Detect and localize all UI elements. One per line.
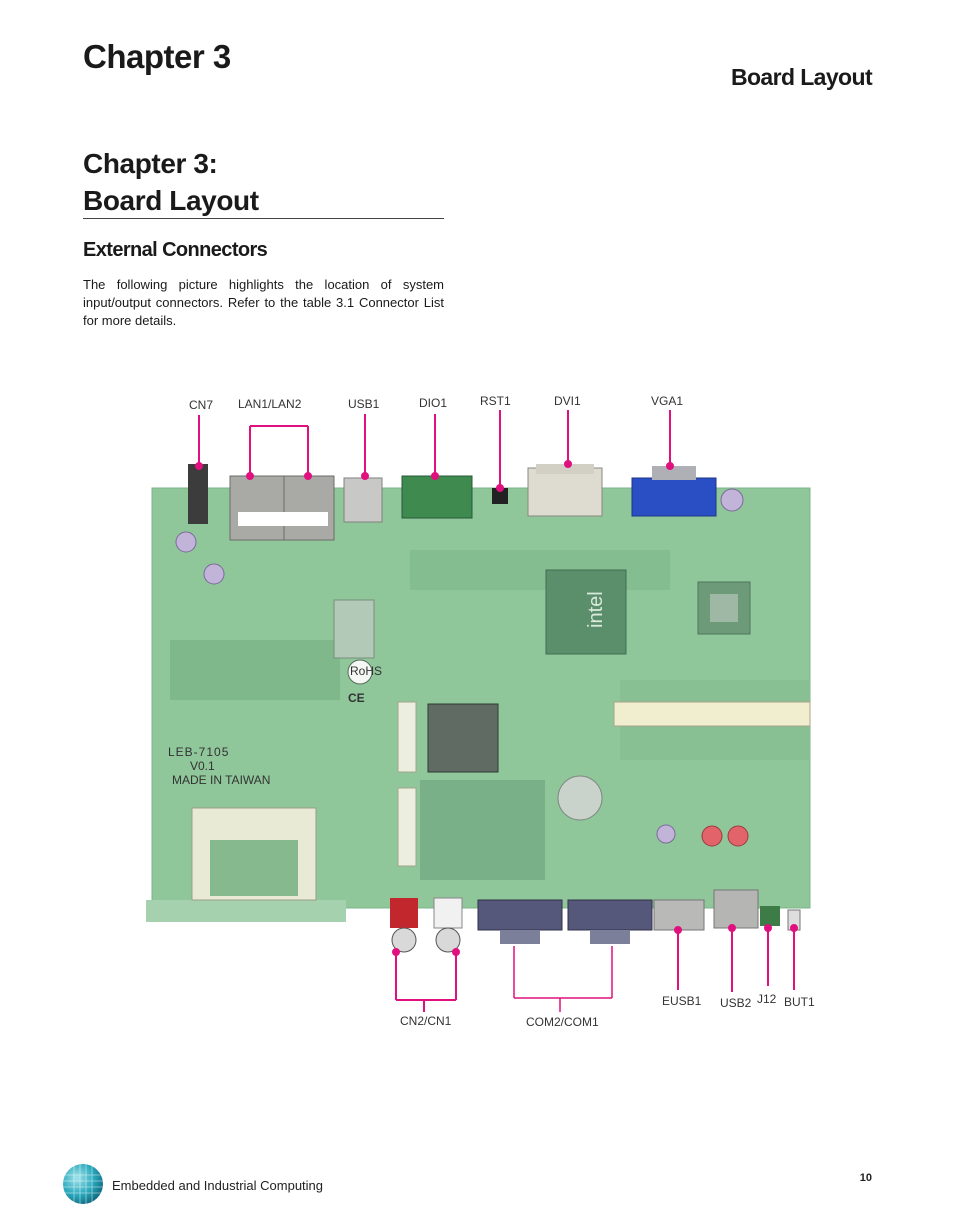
lan2-jack bbox=[283, 475, 335, 541]
intro-paragraph: The following picture highlights the loc… bbox=[83, 277, 444, 328]
label-cn7: CN7 bbox=[189, 398, 213, 412]
pcb-lower-left bbox=[146, 900, 346, 922]
subsection-title: External Connectors bbox=[83, 239, 268, 261]
cn1-audio-jack bbox=[433, 897, 463, 929]
board-origin: MADE IN TAIWAN bbox=[172, 773, 270, 787]
top-callouts bbox=[195, 410, 674, 492]
ce-mark: CE bbox=[348, 691, 365, 705]
dvi1-callout-dot bbox=[564, 460, 572, 468]
label-usb1: USB1 bbox=[348, 397, 380, 411]
label-rst1: RST1 bbox=[480, 394, 511, 408]
company-logo-icon bbox=[63, 1164, 103, 1204]
dvi1-connector bbox=[527, 467, 603, 517]
com2-port bbox=[500, 930, 540, 944]
usb2-connector bbox=[713, 889, 759, 929]
label-dio1: DIO1 bbox=[419, 396, 447, 410]
footer-company: Embedded and Industrial Computing bbox=[112, 1178, 324, 1193]
j12-callout-dot bbox=[764, 924, 772, 932]
capacitor bbox=[701, 825, 723, 847]
lan-label bbox=[238, 512, 328, 526]
usb1-connector bbox=[343, 477, 383, 523]
j12-connector bbox=[760, 906, 780, 926]
but1-callout-dot bbox=[790, 924, 798, 932]
capacitor bbox=[656, 824, 676, 844]
sim-holder bbox=[427, 703, 499, 773]
eusb1-callout-dot bbox=[674, 926, 682, 934]
eusb1-connector bbox=[653, 899, 705, 931]
lan2-callout-dot bbox=[304, 472, 312, 480]
label-dvi1: DVI1 bbox=[554, 394, 581, 408]
vga1-shell bbox=[652, 466, 696, 480]
vga1-callout-dot bbox=[666, 462, 674, 470]
chip-label: intel bbox=[585, 591, 607, 628]
section-title: Chapter 3: Board Layout bbox=[83, 145, 444, 219]
label-vga1: VGA1 bbox=[651, 394, 683, 408]
right-bottom-callouts bbox=[674, 924, 798, 992]
cn2-callout-dot bbox=[392, 948, 400, 956]
label-but1: BUT1 bbox=[784, 995, 815, 1009]
label-eusb1: EUSB1 bbox=[662, 994, 702, 1008]
dvi1-shell bbox=[536, 464, 594, 474]
label-usb2: USB2 bbox=[720, 996, 752, 1010]
chipset-die bbox=[710, 594, 738, 622]
cn1-jack-ring bbox=[435, 927, 461, 953]
board-region bbox=[170, 640, 340, 700]
capacitor bbox=[175, 531, 197, 553]
com1-port bbox=[590, 930, 630, 944]
rst1-callout-dot bbox=[496, 484, 504, 492]
section-title-line2: Board Layout bbox=[83, 185, 259, 216]
label-lan: LAN1/LAN2 bbox=[238, 397, 302, 411]
capacitor bbox=[727, 825, 749, 847]
sata-connector bbox=[333, 599, 375, 659]
minipcie-slot bbox=[397, 787, 417, 867]
rohs-badge bbox=[347, 659, 373, 685]
lan1-jack bbox=[229, 475, 285, 541]
board-version: V0.1 bbox=[190, 759, 215, 773]
intel-chip bbox=[545, 569, 627, 655]
dio1-callout-dot bbox=[431, 472, 439, 480]
usb1-callout-dot bbox=[361, 472, 369, 480]
section-title-line1: Chapter 3: bbox=[83, 148, 218, 179]
rst1-connector bbox=[492, 488, 508, 504]
board-region bbox=[410, 550, 670, 590]
label-cn: CN2/CN1 bbox=[400, 1014, 452, 1028]
com-callouts bbox=[513, 946, 613, 1012]
minipcie-slot bbox=[397, 701, 417, 773]
chapter-heading: Chapter 3 bbox=[83, 38, 231, 75]
bottom-callouts bbox=[392, 948, 460, 1012]
label-com: COM2/COM1 bbox=[526, 1015, 599, 1029]
board-diagram: intel LEB-7105 V0.1 MADE IN TAIWAN RoHS … bbox=[146, 394, 815, 1029]
cn2-audio-jack bbox=[390, 898, 418, 928]
cn1-callout-dot bbox=[452, 948, 460, 956]
cn7-connector bbox=[188, 464, 208, 524]
section-rule bbox=[83, 218, 444, 219]
running-title: Board Layout bbox=[730, 64, 873, 90]
label-j12: J12 bbox=[757, 992, 777, 1006]
com1-connector bbox=[567, 899, 653, 931]
cn2-jack-ring bbox=[391, 927, 417, 953]
cf-slot-inner bbox=[210, 840, 298, 896]
board-model: LEB-7105 bbox=[168, 745, 229, 759]
battery bbox=[557, 775, 603, 821]
dio1-connector bbox=[401, 475, 473, 519]
lan1-callout-dot bbox=[246, 472, 254, 480]
capacitor bbox=[203, 563, 225, 585]
capacitor bbox=[720, 488, 744, 512]
cpu-area bbox=[420, 780, 545, 880]
cn7-callout-dot bbox=[195, 462, 203, 470]
board-layout-figure: intel LEB-7105 V0.1 MADE IN TAIWAN RoHS … bbox=[80, 380, 910, 1040]
vga1-connector bbox=[631, 477, 717, 517]
sodimm-slot bbox=[613, 701, 811, 727]
com2-connector bbox=[477, 899, 563, 931]
rohs-text: RoHS bbox=[350, 664, 382, 678]
page-number: 10 bbox=[859, 1172, 872, 1184]
usb2-callout-dot bbox=[728, 924, 736, 932]
